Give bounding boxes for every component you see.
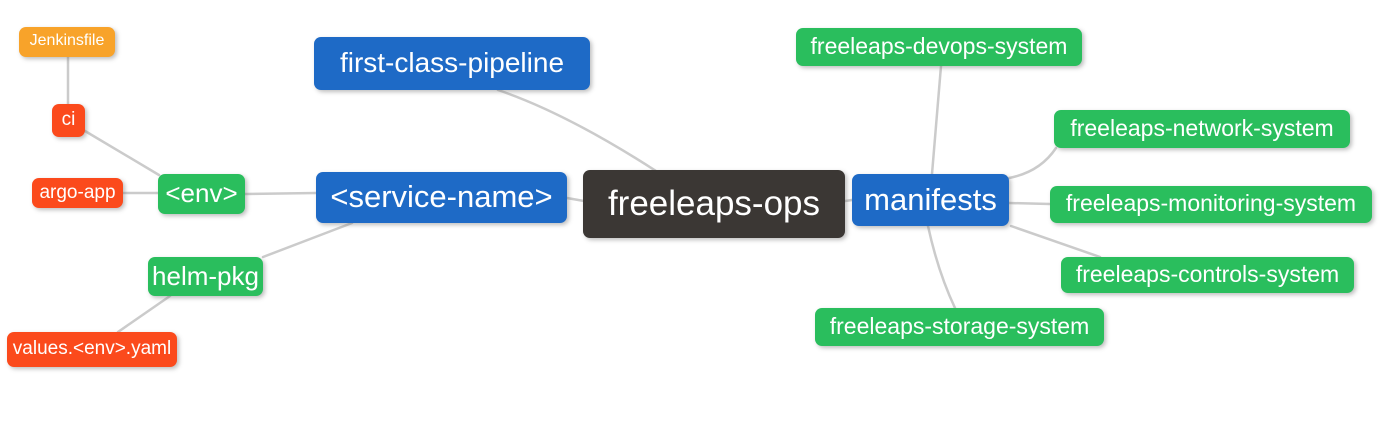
node-manifests[interactable]: manifests (852, 174, 1009, 226)
node-label: freeleaps-network-system (1070, 114, 1334, 141)
node-helm-pkg[interactable]: helm-pkg (148, 257, 263, 296)
edge-manifests-to-controls-system (1009, 224, 1102, 259)
node-values-env-yaml[interactable]: values.<env>.yaml (7, 332, 177, 367)
node-network-system[interactable]: freeleaps-network-system (1054, 110, 1350, 148)
node-label: argo-app (39, 181, 116, 203)
edge-service-name-to-freeleaps-ops (565, 196, 586, 203)
node-freeleaps-ops[interactable]: freeleaps-ops (583, 170, 845, 238)
node-label: freeleaps-devops-system (810, 32, 1068, 59)
node-label: freeleaps-storage-system (829, 312, 1090, 339)
edge-env-to-service-name (243, 191, 318, 196)
edge-first-class-pipeline-to-freeleaps-ops (496, 88, 658, 173)
edge-ci-to-env (83, 129, 161, 177)
node-label: values.<env>.yaml (12, 338, 172, 359)
node-controls-system[interactable]: freeleaps-controls-system (1061, 257, 1354, 293)
edge-helm-pkg-to-service-name (261, 221, 354, 259)
node-jenkinsfile[interactable]: Jenkinsfile (19, 27, 115, 57)
node-label: <env> (165, 178, 238, 208)
edge-manifests-to-monitoring-system (1007, 201, 1052, 206)
node-devops-system[interactable]: freeleaps-devops-system (796, 28, 1082, 66)
node-label: ci (61, 109, 76, 130)
node-first-class-pipeline[interactable]: first-class-pipeline (314, 37, 590, 90)
edge-manifests-to-storage-system (926, 224, 957, 310)
edge-freeleaps-ops-to-manifests (843, 198, 854, 203)
node-argo-app[interactable]: argo-app (32, 178, 123, 208)
node-monitoring-system[interactable]: freeleaps-monitoring-system (1050, 186, 1372, 223)
node-label: Jenkinsfile (29, 32, 105, 49)
node-ci[interactable]: ci (52, 104, 85, 137)
node-label: freeleaps-controls-system (1075, 260, 1340, 287)
edge-manifests-to-devops-system (930, 64, 943, 176)
node-label: helm-pkg (152, 260, 259, 291)
node-label: freeleaps-monitoring-system (1065, 190, 1357, 216)
node-label: manifests (864, 181, 997, 217)
node-label: first-class-pipeline (339, 46, 565, 78)
edge-helm-pkg-to-values-env-yaml (116, 294, 172, 334)
edge-manifests-to-network-system (1007, 146, 1058, 180)
node-label: <service-name> (330, 179, 553, 214)
node-env[interactable]: <env> (158, 174, 245, 214)
node-service-name[interactable]: <service-name> (316, 172, 567, 223)
node-storage-system[interactable]: freeleaps-storage-system (815, 308, 1104, 346)
node-label: freeleaps-ops (607, 183, 821, 223)
